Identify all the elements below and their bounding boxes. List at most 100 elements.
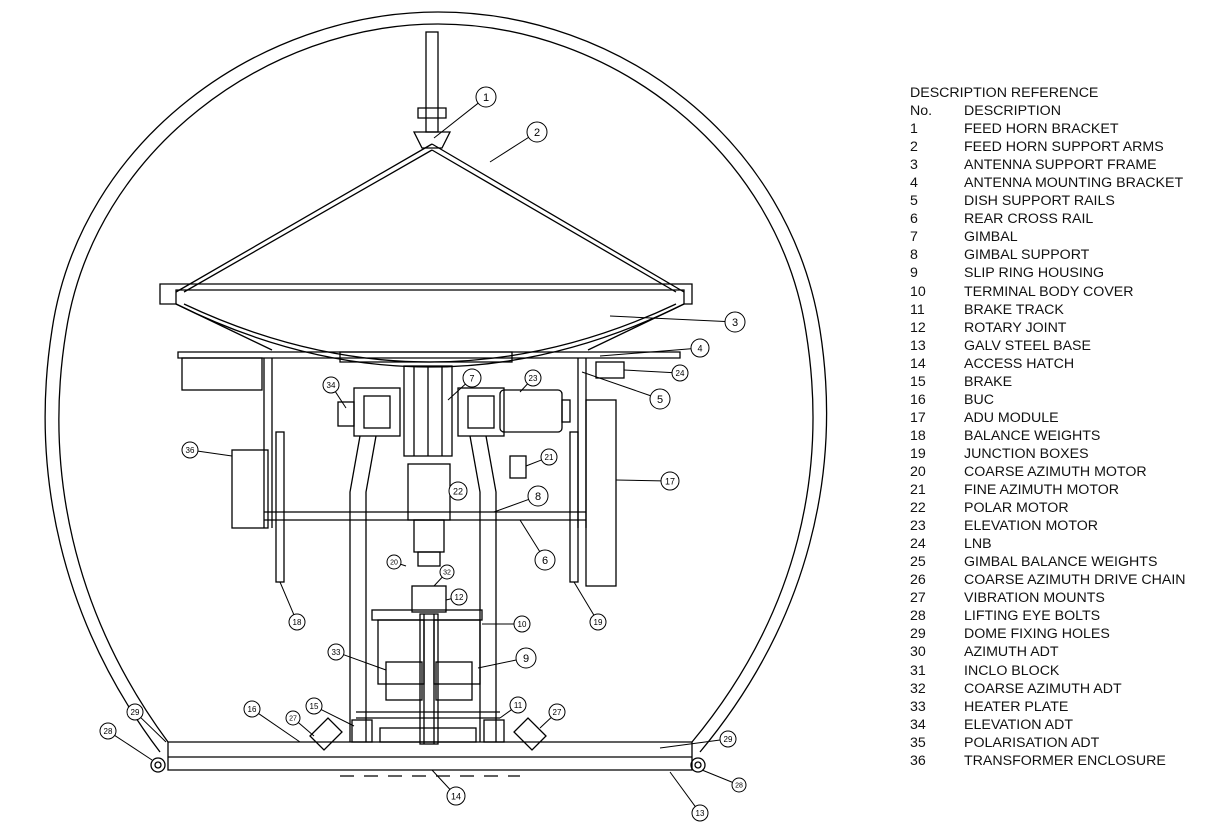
legend-item-desc: GALV STEEL BASE [964, 337, 1091, 354]
legend-item-no: 23 [910, 518, 926, 535]
callout-circle [462, 368, 482, 388]
callout-circle [660, 471, 680, 491]
callout: 22 [448, 481, 468, 501]
callout-circle [509, 696, 527, 714]
legend-item-desc: GIMBAL BALANCE WEIGHTS [964, 554, 1158, 571]
legend-item-no: 10 [910, 283, 926, 300]
callout: 23 [519, 369, 542, 393]
legend-item-no: 33 [910, 698, 926, 715]
callout-label: 11 [514, 701, 523, 710]
callout-leader-line [343, 654, 387, 671]
callout: 12 [445, 588, 468, 606]
callout-leader-line [659, 739, 721, 749]
callout-label: 9 [523, 653, 529, 665]
callout: 20 [386, 554, 407, 570]
callout-circle [690, 338, 710, 358]
legend-item-no: 34 [910, 716, 926, 733]
callout-label: 2 [534, 127, 540, 139]
callout-circle [540, 448, 558, 466]
callout: 4 [599, 338, 710, 358]
callout-leader-line [623, 369, 673, 374]
legend-item-desc: ROTARY JOINT [964, 319, 1067, 336]
callout-circle [524, 369, 542, 387]
callout: 29 [126, 703, 167, 743]
callout: 2 [489, 121, 548, 163]
callout-label: 4 [697, 343, 702, 353]
legend-item-no: 13 [910, 337, 926, 354]
legend-item-desc: HEATER PLATE [964, 698, 1069, 715]
callout: 16 [243, 700, 301, 743]
callout-label: 6 [542, 555, 548, 567]
brake-left [351, 719, 373, 743]
callout: 29 [659, 730, 737, 749]
legend-item-desc: COARSE AZIMUTH ADT [964, 680, 1122, 697]
callout: 3 [609, 311, 746, 333]
legend-item-no: 20 [910, 463, 926, 480]
callout-label: 7 [469, 373, 474, 383]
callout: 28 [701, 769, 747, 793]
callout-circle [724, 311, 746, 333]
legend-item-desc: ACCESS HATCH [964, 355, 1075, 372]
callout-circle [446, 786, 466, 806]
legend-col-desc: DESCRIPTION [964, 103, 1061, 120]
legend-item-desc: COARSE AZIMUTH DRIVE CHAIN [964, 572, 1186, 589]
callout: 27 [285, 710, 315, 737]
callout: 15 [305, 697, 355, 727]
legend-item-desc: FINE AZIMUTH MOTOR [964, 482, 1120, 499]
callout-label: 29 [724, 735, 733, 744]
callout-label: 22 [453, 486, 463, 496]
callout-circle [327, 643, 345, 661]
callout-leader-line [258, 713, 301, 743]
legend-item-desc: POLAR MOTOR [964, 500, 1069, 517]
callout: 6 [519, 519, 556, 571]
callout-label: 34 [327, 381, 336, 390]
dish-support-rails [263, 358, 587, 528]
callout-circle [386, 554, 402, 570]
callout-leader-line [279, 581, 295, 615]
callout: 19 [573, 581, 607, 631]
legend-row: 13 GALV STEEL BASE [910, 337, 1205, 355]
callout-leader-line [489, 136, 529, 163]
legend-item-no: 31 [910, 662, 926, 679]
callout-label: 8 [535, 491, 541, 503]
callout-label: 23 [529, 374, 538, 383]
callout-leader-line [320, 709, 355, 727]
callout: 34 [322, 376, 347, 409]
legend-item-no: 28 [910, 608, 926, 625]
lnb-box [595, 361, 625, 379]
legend-item-desc: ELEVATION ADT [964, 716, 1074, 733]
legend-item-desc: FEED HORN BRACKET [964, 121, 1119, 138]
callout: 5 [581, 371, 671, 410]
slip-ring-housing [419, 613, 439, 745]
callout-label: 21 [545, 453, 554, 462]
legend-item-desc: FEED HORN SUPPORT ARMS [964, 139, 1164, 156]
callout-label: 36 [186, 446, 195, 455]
callout: 21 [525, 448, 558, 467]
vibration-mount-left [309, 717, 343, 751]
callout-label: 27 [289, 716, 297, 723]
fine-azimuth-motor [509, 455, 527, 479]
callout-label: 10 [518, 620, 527, 629]
callout-label: 32 [443, 570, 451, 577]
callout-circle [475, 86, 497, 108]
legend-item-desc: SLIP RING HOUSING [964, 265, 1105, 282]
feed-horn-bracket [412, 131, 452, 149]
callout-circle [288, 613, 306, 631]
callout: 14 [431, 769, 466, 806]
callout-leader-line [140, 717, 167, 743]
callout-circle [671, 364, 689, 382]
legend-item-desc: TRANSFORMER ENCLOSURE [964, 752, 1166, 769]
